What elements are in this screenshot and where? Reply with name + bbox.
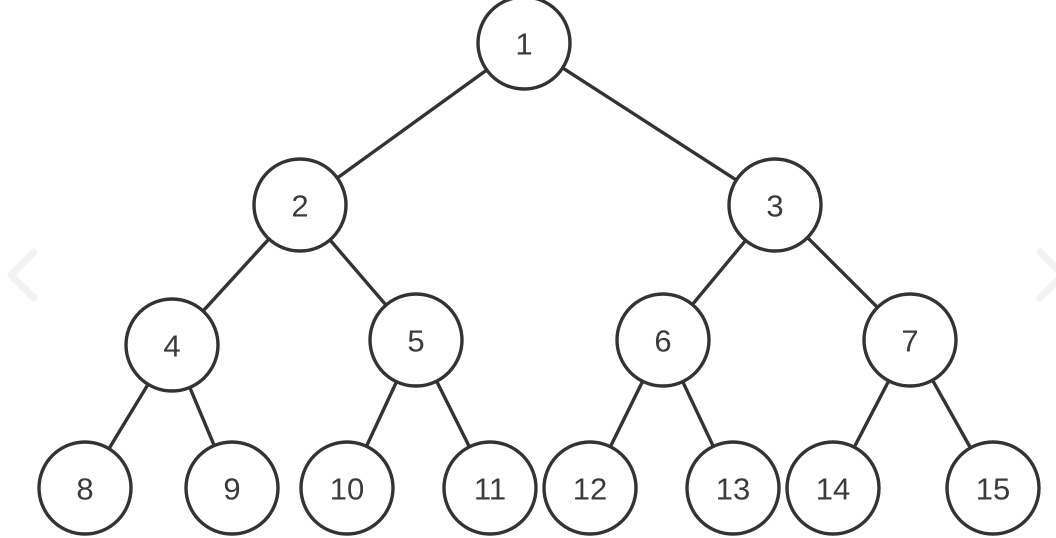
tree-node[interactable]: 8 [37,440,133,536]
node-label: 14 [816,472,850,507]
node-circle [945,440,1041,536]
node-circle [542,440,638,536]
tree-node[interactable]: 13 [685,440,781,536]
node-label: 3 [766,189,783,224]
node-label: 13 [716,472,750,507]
tree-node[interactable]: 11 [442,440,538,536]
node-circle [727,157,823,253]
chevron-right-icon[interactable] [1026,244,1056,306]
tree-edge [805,235,880,310]
node-label: 8 [76,472,93,507]
tree-edge [201,237,271,313]
node-label: 2 [291,189,308,224]
tree-node[interactable]: 6 [615,292,711,388]
tree-node[interactable]: 14 [785,440,881,536]
node-label: 4 [163,329,180,364]
node-label: 10 [330,472,364,507]
node-label: 7 [901,324,918,359]
node-circle [442,440,538,536]
tree-node[interactable]: 12 [542,440,638,536]
node-label: 1 [515,27,532,62]
tree-node[interactable]: 7 [862,292,958,388]
tree-edge [434,379,472,449]
tree-edge [335,68,489,180]
node-label: 11 [474,472,506,507]
tree-edge [188,385,216,448]
tree-node[interactable]: 5 [368,292,464,388]
tree-edge [107,382,150,451]
tree-edge [560,66,739,182]
node-label: 15 [976,472,1010,507]
node-circle [862,292,958,388]
node-circle [184,440,280,536]
node-circle [37,440,133,536]
tree-node[interactable]: 1 [476,0,572,91]
node-circle [476,0,572,91]
tree-edge [852,379,891,449]
chevron-left-icon[interactable] [2,244,48,306]
tree-edge [364,379,399,449]
node-label: 9 [223,472,240,507]
tree-edge [608,379,645,449]
tree-node[interactable]: 15 [945,440,1041,536]
tree-edge [690,238,748,307]
tree-edge [328,238,388,307]
node-circle [685,440,781,536]
tree-node[interactable]: 3 [727,157,823,253]
tree-node[interactable]: 10 [299,440,395,536]
node-label: 5 [407,324,424,359]
tree-node[interactable]: 4 [124,297,220,393]
node-circle [615,292,711,388]
tree-edge [930,378,973,450]
tree-edges [107,66,973,451]
node-circle [785,440,881,536]
node-circle [124,297,220,393]
node-label: 6 [654,324,671,359]
tree-edge [680,379,716,449]
node-circle [368,292,464,388]
node-label: 12 [573,472,607,507]
tree-node[interactable]: 2 [252,157,348,253]
node-circle [252,157,348,253]
node-circle [299,440,395,536]
tree-node[interactable]: 9 [184,440,280,536]
